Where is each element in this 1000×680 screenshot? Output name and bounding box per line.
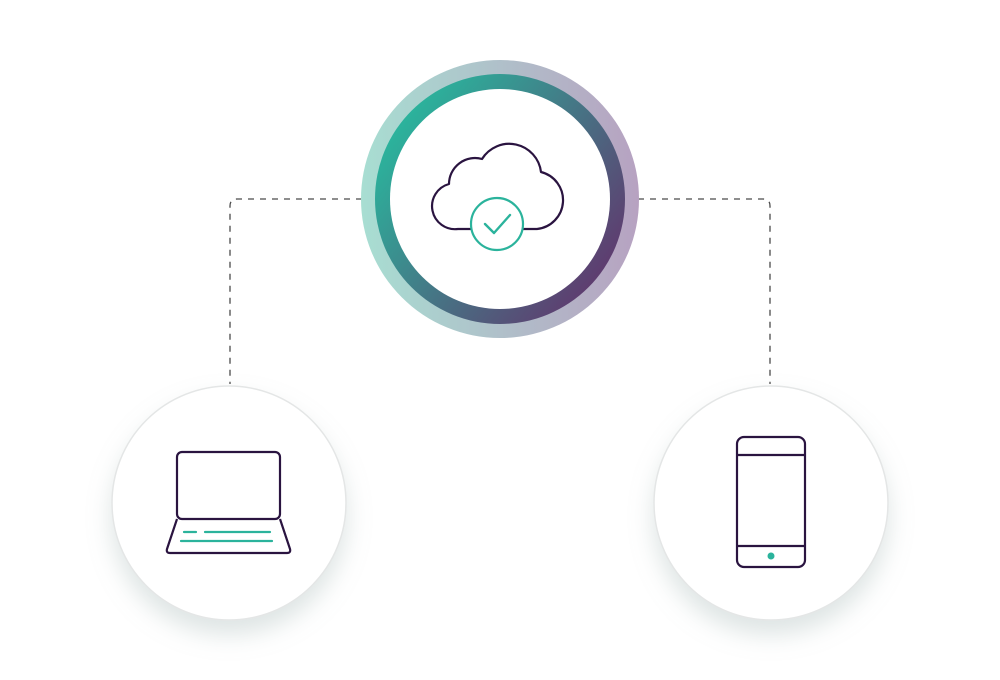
connector-cloud-laptop	[229, 198, 362, 384]
phone-node	[653, 385, 889, 621]
smartphone-icon	[735, 435, 807, 569]
cloud-node	[361, 60, 639, 338]
connector-cloud-phone	[638, 198, 771, 384]
laptop-icon	[165, 450, 292, 555]
laptop-node	[111, 385, 347, 621]
cloud-check-icon	[430, 142, 565, 252]
